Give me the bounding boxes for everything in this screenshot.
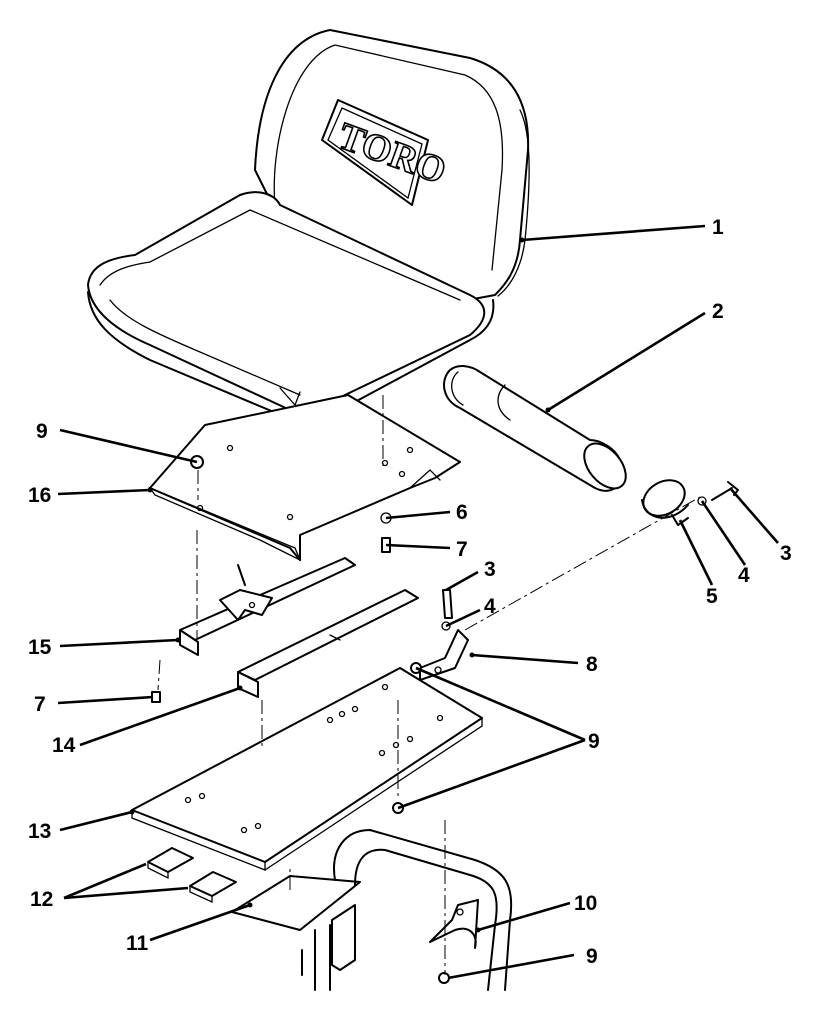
callout-14: 14	[52, 734, 76, 757]
arm-clamp	[641, 479, 739, 526]
callout-3-right: 3	[780, 542, 792, 565]
callout-3-center: 3	[484, 558, 496, 581]
callout-9-bottom: 9	[586, 945, 598, 968]
bracket-10	[429, 899, 479, 949]
leader-lines	[57, 224, 779, 980]
shim-plate	[231, 875, 361, 931]
callout-2: 2	[712, 300, 724, 323]
logo-plate	[321, 99, 429, 206]
callout-9-middle: 9	[588, 730, 600, 753]
seat-slide-rail-lower	[237, 589, 419, 698]
callout-5: 5	[706, 585, 718, 608]
rubber-pads	[147, 847, 237, 904]
callout-4-right: 4	[738, 564, 750, 587]
frame-tube	[301, 829, 513, 991]
callout-15: 15	[28, 636, 52, 659]
callout-6: 6	[456, 501, 468, 524]
callout-10: 10	[574, 892, 597, 915]
callout-9-top: 9	[36, 420, 48, 443]
seat-plate	[148, 394, 461, 562]
callout-1: 1	[712, 216, 724, 239]
base-plate	[131, 667, 483, 871]
callout-11: 11	[126, 932, 149, 955]
callout-12: 12	[30, 888, 53, 911]
callout-7-left: 7	[34, 693, 46, 716]
arm-rest	[443, 365, 627, 492]
callout-13: 13	[28, 820, 51, 843]
callout-4-center: 4	[484, 595, 496, 618]
seat: TORO	[87, 29, 530, 421]
callout-labels: 1 2 3 3 4 4 5 6 7 7 8 9 9 9 10 11 12 13 …	[28, 216, 792, 968]
assembly-centerlines	[157, 395, 701, 975]
leader-dots	[129, 237, 551, 933]
callout-16: 16	[28, 484, 51, 507]
seat-slide-rail-upper	[179, 557, 356, 656]
callout-8: 8	[586, 653, 598, 676]
callout-7-center: 7	[456, 538, 468, 561]
